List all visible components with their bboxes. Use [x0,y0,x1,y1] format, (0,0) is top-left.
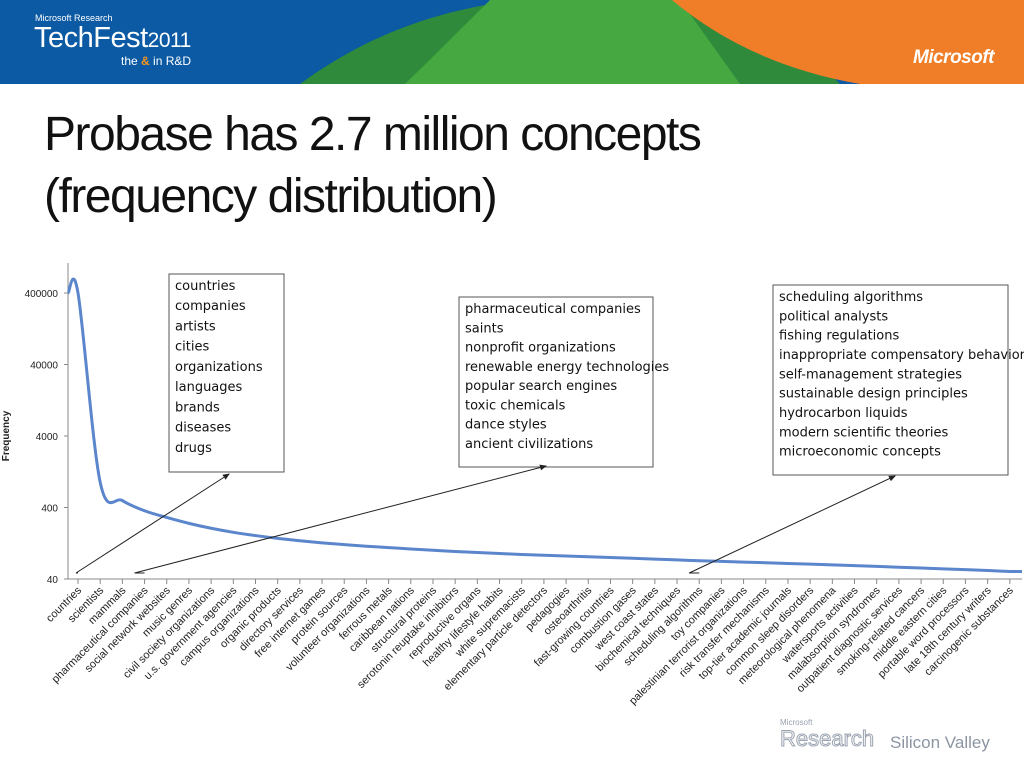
annotation-item: ancient civilizations [465,437,593,452]
annotation-box: scheduling algorithms political analysts f… [772,284,1024,476]
title-line-2: (frequency distribution) [44,170,498,223]
annotation-arrow [688,475,896,574]
tagline-after: in R&D [153,54,192,68]
annotation-item: nonprofit organizations [465,341,616,356]
tagline-amp: & [141,54,150,68]
tagline: the & in R&D [121,54,191,68]
annotation-item: drugs [175,441,212,456]
annotation-arrow [134,464,547,574]
brand-name: TechFest [34,22,148,54]
frequency-series-line [66,277,1023,574]
footer-research: Research [779,726,875,752]
y-tick-label: 400000 [25,289,59,300]
annotation-item: scheduling algorithms [779,290,923,305]
annotation-item: artists [175,319,216,334]
annotation-item: languages [175,380,243,395]
annotation-item: popular search engines [465,379,617,394]
annotation-item: microeconomic concepts [779,445,941,460]
annotation-item: modern scientific theories [779,425,949,440]
brand-year: 2011 [147,29,192,52]
annotation-item: fishing regulations [779,329,899,344]
annotation-item: countries [175,279,236,294]
annotation-item: toxic chemicals [465,398,566,413]
annotation-arrow [75,473,230,574]
y-tick-label: 4000 [36,432,59,443]
tagline-before: the [121,54,138,68]
banner-background [0,0,1024,84]
footer-location: Silicon Valley [890,733,990,752]
annotation-item: hydrocarbon liquids [779,406,908,421]
header-banner: Microsoft Research TechFest2011 the & in… [0,0,1024,84]
annotation-item: cities [175,340,209,355]
y-tick-label: 40000 [30,361,58,372]
title-line-1: Probase has 2.7 million concepts [44,108,702,161]
annotation-item: dance styles [465,418,547,433]
annotation-item: pharmaceutical companies [465,302,641,317]
annotation-item: diseases [175,421,231,436]
annotation-item: companies [175,299,246,314]
annotation-border [772,284,1009,476]
annotation-border [458,296,654,468]
y-tick-label: 400 [41,504,58,515]
annotation-box: countries companies artists cities organizat… [168,273,285,473]
techfest-logo: TechFest2011 [34,22,191,55]
brand-small-text: Microsoft Research [35,13,113,23]
annotation-item: renewable energy technologies [465,360,669,375]
annotation-item: political analysts [779,309,888,324]
annotation-item: self-management strategies [779,367,962,382]
annotation-box: pharmaceutical companies saints nonprofit … [458,296,669,468]
microsoft-logo: Microsoft [913,47,995,68]
annotation-border [168,273,285,473]
annotation-item: saints [465,321,504,336]
y-axis-label: Frequency [1,410,12,461]
slide-title: Probase has 2.7 million concepts (frequen… [44,104,702,228]
footer-microsoft: Microsoft [780,718,813,727]
annotation-item: brands [175,400,220,415]
annotation-item: sustainable design principles [779,387,968,402]
annotation-item: inappropriate compensatory behaviors [779,348,1024,363]
y-tick-label: 40 [47,575,59,586]
annotation-item: organizations [175,360,263,375]
